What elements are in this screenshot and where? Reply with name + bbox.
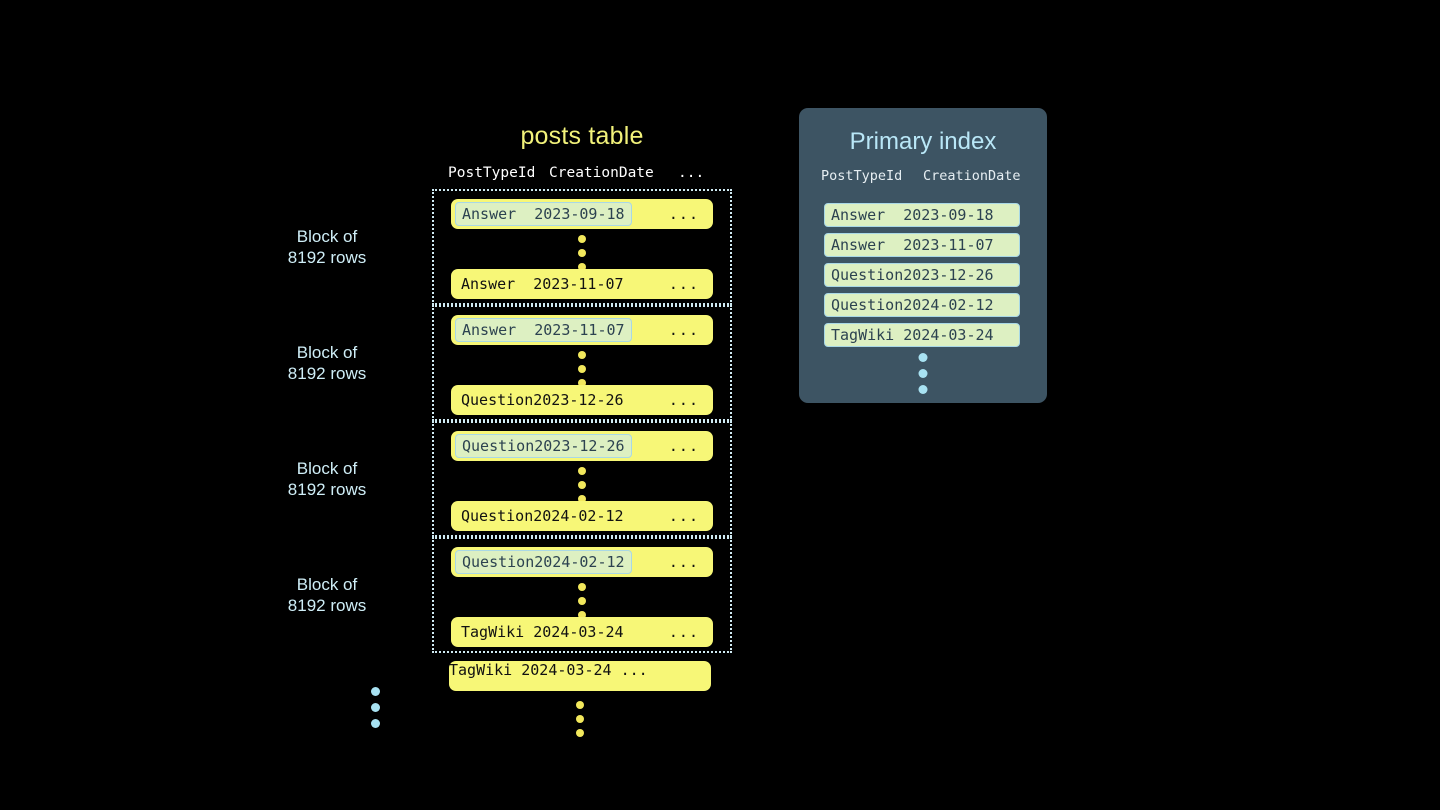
cell-posttypeid: TagWiki <box>831 326 904 344</box>
table-row: TagWiki 2024-03-24 ... <box>451 617 713 647</box>
page-title: posts table <box>520 122 644 150</box>
cell-posttypeid: Answer <box>831 206 904 224</box>
cell-creationdate: 2023-11-07 <box>903 236 994 254</box>
table-row: Answer 2023-11-07 ... <box>451 315 713 345</box>
cell-posttypeid: Answer <box>462 321 535 339</box>
cell-posttypeid: Question <box>461 391 534 409</box>
cell-posttypeid: TagWiki <box>449 661 522 679</box>
table-row: Answer 2023-11-07 ... <box>451 269 713 299</box>
block-label: Block of 8192 rows <box>287 575 367 615</box>
cell-ellipsis: ... <box>668 507 699 525</box>
cell-creationdate: 2023-09-18 <box>534 205 625 223</box>
primary-index-title: Primary index <box>849 128 997 155</box>
block-label: Block of 8192 rows <box>287 459 367 499</box>
cell-ellipsis: ... <box>668 321 699 339</box>
list-item: Answer 2023-11-07 <box>824 233 1020 257</box>
block-of-rows: Block of 8192 rows Answer 2023-09-18 ...… <box>288 189 732 305</box>
column-header-creationdate: CreationDate <box>923 168 1021 184</box>
cell-creationdate: 2023-09-18 <box>903 206 994 224</box>
cell-posttypeid: Question <box>831 296 904 314</box>
cell-ellipsis: ... <box>668 623 699 641</box>
block-label: Block of 8192 rows <box>287 227 367 267</box>
column-header-posttypeid: PostTypeId <box>821 168 903 184</box>
posts-table-diagram: posts table PostTypeId CreationDate ... … <box>288 122 732 737</box>
cell-posttypeid: Question <box>462 553 535 571</box>
vertical-ellipsis-icon <box>576 701 584 737</box>
cell-creationdate: 2023-12-26 <box>534 437 625 455</box>
cell-ellipsis: ... <box>668 275 699 293</box>
row-cells: Answer 2023-11-07 <box>455 272 630 296</box>
block-label: Block of 8192 rows <box>287 343 367 383</box>
cell-posttypeid: Answer <box>461 275 534 293</box>
cell-posttypeid: TagWiki <box>461 623 534 641</box>
cell-creationdate: 2024-03-24 <box>533 623 624 641</box>
cell-creationdate: 2024-02-12 <box>903 296 994 314</box>
cell-creationdate: 2023-11-07 <box>534 321 625 339</box>
row-cells: TagWiki 2024-03-24 <box>455 620 630 644</box>
cell-posttypeid: Question <box>461 507 534 525</box>
vertical-ellipsis-icon <box>918 353 928 394</box>
block-of-rows: Block of 8192 rows Answer 2023-11-07 ...… <box>288 305 732 421</box>
cell-creationdate: 2024-03-24 <box>521 661 612 679</box>
cell-ellipsis: ... <box>668 437 699 455</box>
column-header-ellipsis: ... <box>678 165 705 181</box>
cell-ellipsis: ... <box>668 205 699 223</box>
table-row: Answer 2023-09-18 ... <box>451 199 713 229</box>
primary-index-row-list: Answer 2023-09-18 Answer 2023-11-07 Ques… <box>824 203 1024 353</box>
cell-creationdate: 2023-12-26 <box>903 266 994 284</box>
list-item: Answer 2023-09-18 <box>824 203 1020 227</box>
block-list: Block of 8192 rows Answer 2023-09-18 ...… <box>288 189 732 653</box>
primary-index-column-headers: PostTypeId CreationDate <box>799 168 1047 188</box>
vertical-ellipsis-icon <box>578 467 586 503</box>
vertical-ellipsis-icon <box>578 583 586 619</box>
column-header-creationdate: CreationDate <box>549 165 654 181</box>
row-highlight: Answer 2023-09-18 <box>455 202 632 226</box>
cell-posttypeid: Question <box>831 266 904 284</box>
cell-creationdate: 2024-02-12 <box>533 507 624 525</box>
vertical-ellipsis-icon <box>371 687 380 728</box>
column-header-posttypeid: PostTypeId <box>448 165 536 181</box>
cell-posttypeid: Answer <box>831 236 904 254</box>
cell-creationdate: 2024-03-24 <box>903 326 994 344</box>
cell-creationdate: 2023-12-26 <box>533 391 624 409</box>
cell-posttypeid: Question <box>462 437 535 455</box>
cell-creationdate: 2023-11-07 <box>533 275 624 293</box>
cell-ellipsis: ... <box>668 391 699 409</box>
cell-posttypeid: Answer <box>462 205 535 223</box>
table-row: TagWiki 2024-03-24 ... <box>449 661 711 691</box>
list-item: TagWiki 2024-03-24 <box>824 323 1020 347</box>
vertical-ellipsis-icon <box>578 351 586 387</box>
row-highlight: Answer 2023-11-07 <box>455 318 632 342</box>
posts-column-headers: PostTypeId CreationDate ... <box>432 165 732 185</box>
row-highlight: TagWiki 2024-03-24 <box>449 661 621 679</box>
cell-ellipsis: ... <box>620 661 648 679</box>
cell-creationdate: 2024-02-12 <box>534 553 625 571</box>
vertical-ellipsis-icon <box>578 235 586 271</box>
cell-ellipsis: ... <box>668 553 699 571</box>
primary-index-panel: Primary index PostTypeId CreationDate An… <box>799 108 1047 403</box>
